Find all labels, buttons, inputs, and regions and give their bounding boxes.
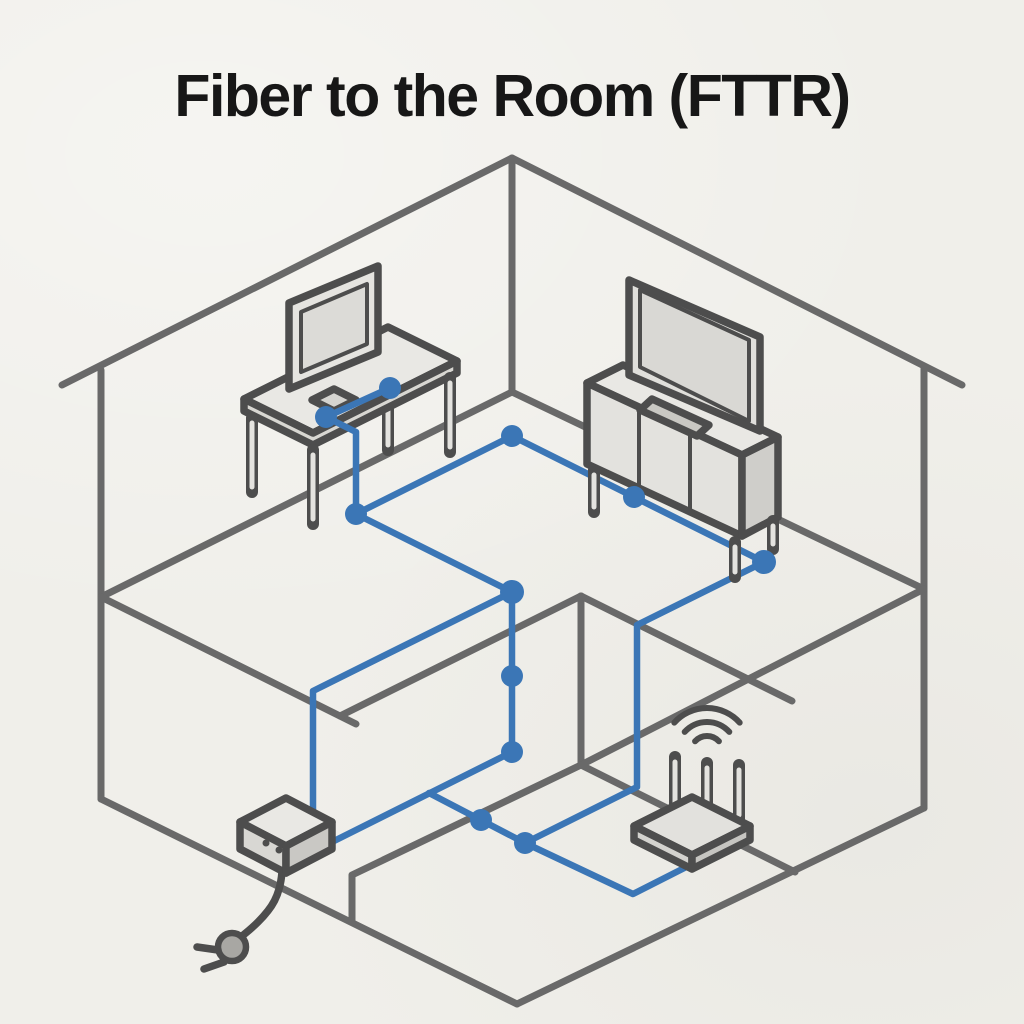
interior-floor-edge-left: [348, 761, 585, 926]
fiber-junction-node: [500, 580, 524, 604]
fiber-junction-node: [315, 406, 337, 428]
fiber-segment-floor-left: [352, 432, 516, 518]
ont-box: [193, 794, 336, 973]
tv-base: [636, 395, 713, 440]
fiber-segment-to-ont-top: [309, 588, 516, 822]
fiber-junction-node: [345, 503, 367, 525]
tv-stand-side: [738, 433, 782, 540]
wifi-signal-icon: [671, 705, 743, 745]
ont-front-right: [282, 818, 336, 877]
fiber-junction-nodes: [315, 377, 776, 854]
fiber-junction-node: [752, 550, 776, 574]
plug-prong: [193, 943, 222, 954]
tv-screen: [638, 288, 751, 423]
monitor-screen: [299, 282, 369, 374]
lower-floor-edge-right: [513, 804, 928, 1008]
interior-wall-top-left: [336, 592, 585, 720]
tv: [625, 276, 764, 440]
plug-prong: [200, 958, 228, 973]
fiber-segment-to-router-wall: [521, 558, 768, 847]
ont-led: [262, 839, 270, 847]
fiber-segment-to-ont-floor: [312, 748, 516, 854]
fiber-segment-desk: [322, 384, 394, 421]
fiber-junction-node: [514, 832, 536, 854]
fiber-cable-path: [309, 384, 768, 898]
halfwall-top-left: [97, 593, 360, 728]
fiber-junction-node: [501, 665, 523, 687]
router-front-right: [688, 822, 754, 873]
fiber-junction-node: [501, 741, 523, 763]
fiber-segment-corner-down: [352, 510, 516, 596]
fiber-junction-node: [379, 377, 401, 399]
desk-apron: [240, 357, 461, 449]
plug-head: [214, 929, 250, 965]
power-plug-icon: [193, 929, 250, 973]
upper-floor-edge-left: [97, 388, 516, 601]
fiber-segment-router-tail: [521, 839, 708, 898]
fiber-junction-node: [623, 486, 645, 508]
page-title: Fiber to the Room (FTTR): [174, 63, 851, 129]
ont-led: [275, 846, 283, 854]
desk: [240, 323, 461, 530]
halfwall-top-right: [577, 585, 928, 769]
fiber-junction-node: [501, 425, 523, 447]
interior-wall-top-right: [577, 592, 796, 705]
wifi-router: [630, 705, 754, 873]
fiber-junction-node: [470, 809, 492, 831]
fiber-segment-desk-drop: [322, 413, 360, 518]
lower-floor-edge-left: [97, 795, 521, 1008]
